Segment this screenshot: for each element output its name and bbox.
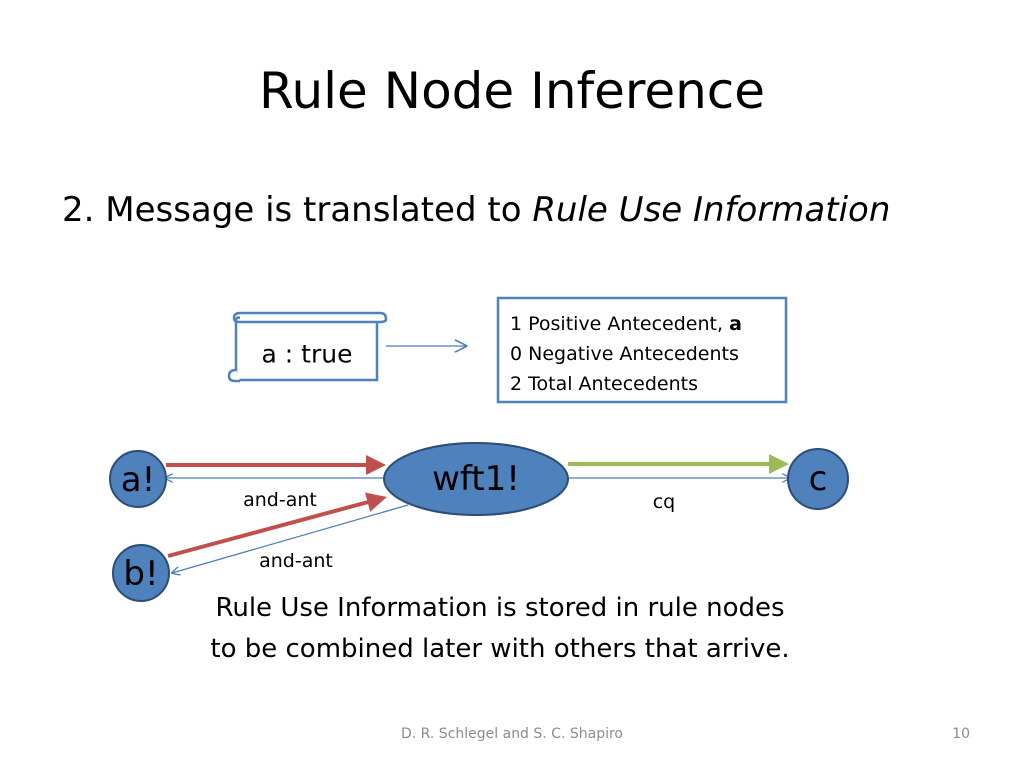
caption-line-1: Rule Use Information is stored in rule n… <box>215 593 785 623</box>
node-b: b! <box>112 544 170 602</box>
rui-line-1-bold: a <box>729 313 742 335</box>
node-a: a! <box>109 450 167 508</box>
message-scroll: a : true <box>227 311 388 383</box>
node-b-label: b! <box>123 554 158 594</box>
edge-label-c: cq <box>653 491 676 513</box>
footer-authors: D. R. Schlegel and S. C. Shapiro <box>401 726 623 742</box>
node-wft1: wft1! <box>383 442 569 516</box>
rui-line-2: 0 Negative Antecedents <box>510 343 739 365</box>
rui-line-1-text: 1 Positive Antecedent, <box>510 313 729 335</box>
edge-label-b: and-ant <box>259 550 333 572</box>
edge-wft-to-b <box>172 504 409 573</box>
caption-line-2: to be combined later with others that ar… <box>210 634 790 664</box>
message-arrow-b <box>167 492 387 558</box>
rule-use-info-box: 1 Positive Antecedent, a 0 Negative Ante… <box>496 296 788 404</box>
rui-line-3: 2 Total Antecedents <box>510 373 698 395</box>
edge-label-a: and-ant <box>243 489 317 511</box>
slide-title: Rule Node Inference <box>258 62 766 120</box>
caption: Rule Use Information is stored in rule n… <box>0 588 1000 670</box>
bullet-emphasis: Rule Use Information <box>532 190 891 230</box>
bullet-text: 2. Message is translated to <box>62 190 533 230</box>
node-wft1-label: wft1! <box>432 459 520 499</box>
message-text: a : true <box>262 340 353 369</box>
rui-line-1: 1 Positive Antecedent, a <box>510 313 742 335</box>
page-number: 10 <box>952 726 970 742</box>
node-c-label: c <box>809 459 828 499</box>
node-c: c <box>787 448 849 510</box>
bullet-point: 2. Message is translated to Rule Use Inf… <box>62 190 890 230</box>
node-a-label: a! <box>121 460 155 500</box>
